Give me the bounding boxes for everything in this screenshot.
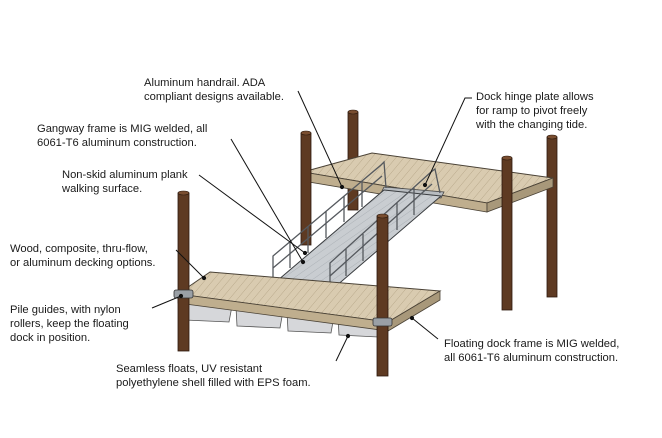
leader-walking-surface <box>198 174 308 256</box>
callout-line: dock in position. <box>10 332 91 344</box>
callout-floating-frame: Floating dock frame is MIG welded, all 6… <box>444 337 619 365</box>
pile-upper-front-left <box>300 130 312 246</box>
leader-handrail <box>297 90 345 190</box>
callout-line: or aluminum decking options. <box>10 257 156 269</box>
callout-line: with the changing tide. <box>476 119 588 131</box>
lower-dock <box>176 271 442 332</box>
leader-pile-guides <box>151 293 184 309</box>
pile-lower-right <box>372 213 393 377</box>
callout-line: 6061-T6 aluminum construction. <box>37 137 197 149</box>
leader-decking <box>175 249 207 281</box>
pile-lower-left <box>173 190 194 352</box>
callout-line: compliant designs available. <box>144 91 284 103</box>
callout-line: all 6061-T6 aluminum construction. <box>444 352 619 364</box>
callout-handrail: Aluminum handrail. ADA compliant designs… <box>144 76 284 104</box>
callout-line: Floating dock frame is MIG welded, <box>444 338 620 350</box>
callout-line: Wood, composite, thru-flow, <box>10 243 148 255</box>
leader-hinge-plate <box>422 97 472 188</box>
leader-lines <box>151 90 472 362</box>
callout-line: Gangway frame is MIG welded, all <box>37 123 208 135</box>
callout-hinge-plate: Dock hinge plate allows for ramp to pivo… <box>476 90 594 132</box>
callout-line: Seamless floats, UV resistant <box>116 363 263 375</box>
callout-floats: Seamless floats, UV resistant polyethyle… <box>116 362 311 390</box>
leader-floats <box>335 333 351 362</box>
callout-line: for ramp to pivot freely <box>476 105 588 117</box>
callout-decking: Wood, composite, thru-flow, or aluminum … <box>10 242 156 270</box>
callout-line: Aluminum handrail. ADA <box>144 77 266 89</box>
leader-gangway-frame <box>230 138 306 265</box>
callout-line: Non-skid aluminum plank <box>62 169 188 181</box>
callout-gangway-frame: Gangway frame is MIG welded, all 6061-T6… <box>37 122 207 150</box>
callout-line: rollers, keep the floating <box>10 318 129 330</box>
callout-line: walking surface. <box>62 183 143 195</box>
pile-back-right <box>546 134 558 298</box>
handrail-left <box>272 160 387 282</box>
callout-walking-surface: Non-skid aluminum plank walking surface. <box>62 168 188 196</box>
callout-line: polyethylene shell filled with EPS foam. <box>116 377 311 389</box>
leader-floating-frame <box>409 315 439 340</box>
callout-line: Dock hinge plate allows <box>476 91 594 103</box>
callout-pile-guides: Pile guides, with nylon rollers, keep th… <box>10 303 129 345</box>
callout-line: Pile guides, with nylon <box>10 304 121 316</box>
pile-upper-front-right <box>501 155 513 311</box>
